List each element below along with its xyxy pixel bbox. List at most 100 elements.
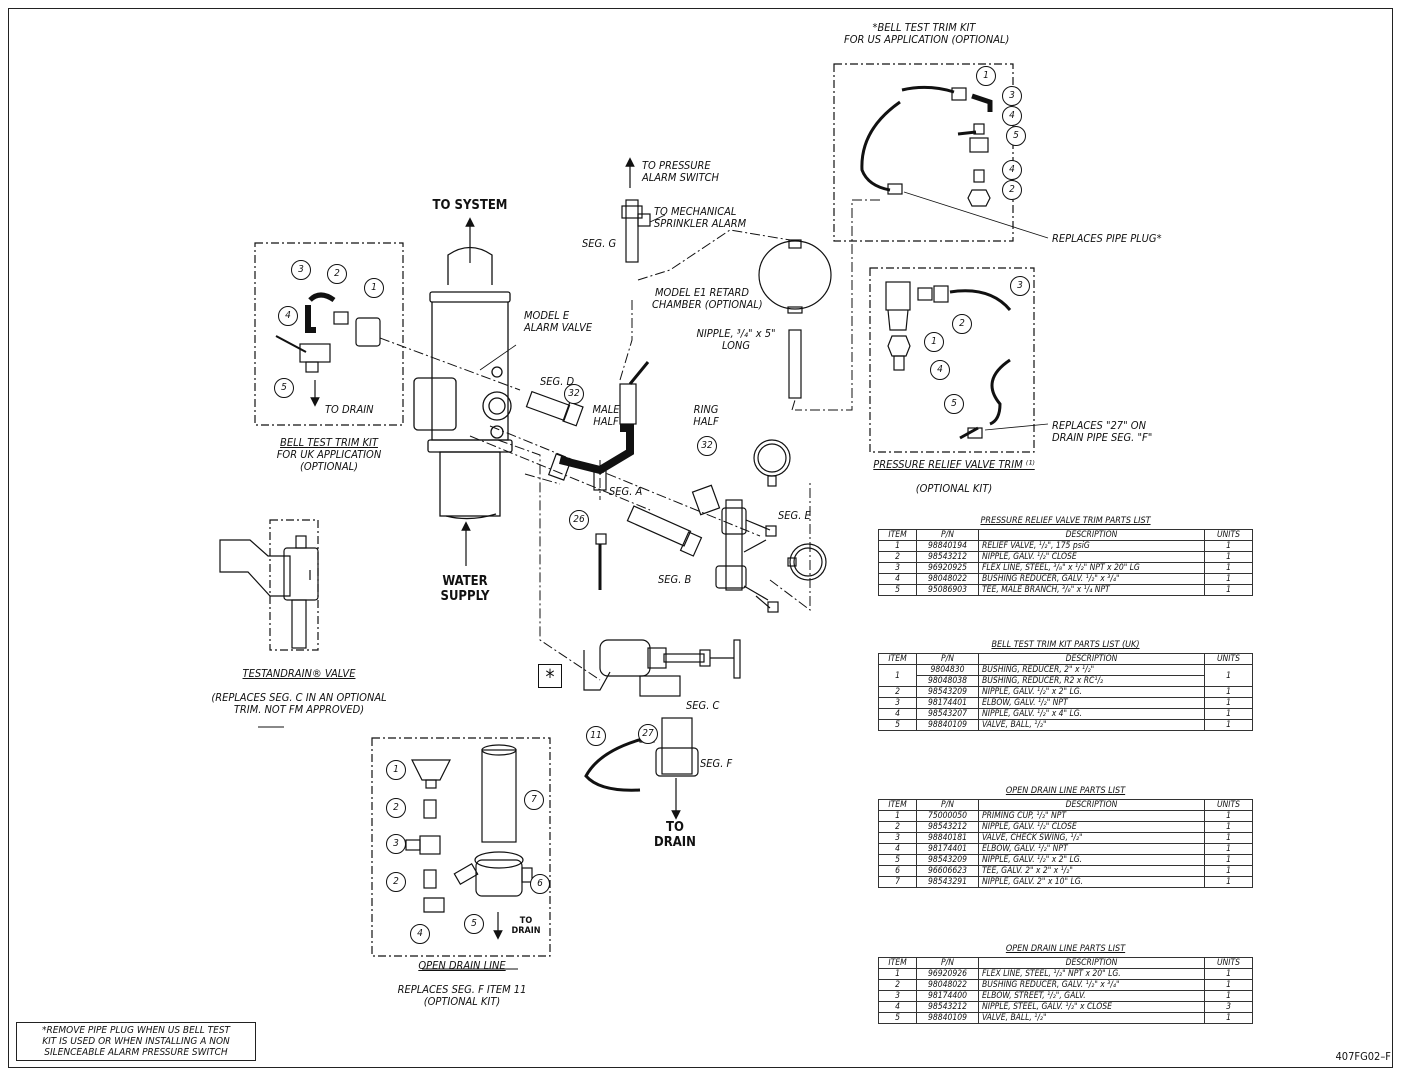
callout-us-5: 5 [1006,126,1026,146]
cell-desc: NIPPLE, GALV. ¹/₂" CLOSE [978,821,1205,833]
cell-desc: FLEX LINE, STEEL, ³/₈" x ¹/₂" NPT x 20" … [978,562,1205,574]
column-header: ITEM [878,529,917,541]
male-half-line1: MALE [592,403,620,416]
open-drain-title: OPEN DRAIN LINE REPLACES SEG. F ITEM 11 … [380,960,544,1008]
column-header: UNITS [1204,653,1253,665]
us-kit-line1: *BELL TEST TRIM KIT [872,21,976,34]
us-kit-line2: FOR US APPLICATION (OPTIONAL) [844,33,1010,46]
column-header: DESCRIPTION [978,957,1205,969]
callout-uk-4: 4 [278,306,298,326]
to-mech-line2: SPRINKLER ALARM [654,217,747,230]
cell-pn: 98840194 [916,540,979,552]
cell-item: 5 [878,1012,917,1024]
column-header: P/N [916,529,979,541]
column-header: ITEM [878,957,917,969]
cell-units: 1 [1204,697,1253,709]
note-line1: *REMOVE PIPE PLUG WHEN US BELL TEST [41,1025,231,1036]
cell-pn: 9804830 [916,664,979,676]
replaces-27-label: REPLACES "27" ON DRAIN PIPE SEG. "F" [1052,420,1152,444]
cell-item: 4 [878,1001,917,1013]
to-system-label: TO SYSTEM [432,198,508,213]
us-kit-box [833,63,1014,242]
cell-item: 1 [878,810,917,822]
cell-pn: 95086903 [916,584,979,596]
prv-line2: (OPTIONAL KIT) [915,482,993,495]
cell-pn: 98543212 [916,1001,979,1013]
cell-pn: 98048038 [916,675,979,687]
cell-units: 1 [1204,719,1253,731]
retard-chamber-label: MODEL E1 RETARD CHAMBER (OPTIONAL) [652,287,763,311]
cell-pn: 98543212 [916,551,979,563]
cell-units: 1 [1204,708,1253,720]
open-drain-drain-line: DRAIN [511,926,541,936]
callout-us-4: 4 [1002,106,1022,126]
prv-kit-title: PRESSURE RELIEF VALVE TRIM ⁽¹⁾ (OPTIONAL… [864,459,1044,495]
male-half-line2: HALF [593,415,619,428]
open-drain-box [371,737,551,957]
callout-od-2: 2 [386,798,406,818]
cell-units: 1 [1204,562,1253,574]
retard-line2: CHAMBER (OPTIONAL) [652,298,763,311]
cell-pn: 96920925 [916,562,979,574]
callout-26: 26 [569,510,589,530]
cell-item: 3 [878,832,917,844]
open-drain-to-line: TO [519,916,533,926]
cell-desc: TEE, MALE BRANCH, ³/₈" x ¹/₄ NPT [978,584,1205,596]
column-header: DESCRIPTION [978,653,1205,665]
uk-kit-line3: (OPTIONAL) [300,460,358,473]
cell-units: 1 [1204,540,1253,552]
cell-units: 1 [1204,1012,1253,1024]
ring-half-line2: HALF [693,415,719,428]
to-drain-line1: TO [666,820,684,835]
seg-c-valve [583,639,741,697]
cell-desc: ELBOW, GALV. ¹/₂" NPT [978,697,1205,709]
callout-prv-4: 4 [930,360,950,380]
alarm-valve [413,246,513,520]
column-header: DESCRIPTION [978,799,1205,811]
open-drain-line2: REPLACES SEG. F ITEM 11 [397,983,527,996]
cell-units: 1 [1204,968,1253,980]
nipple-line2: LONG [721,339,751,352]
cell-item: 7 [878,876,917,888]
uk-kit-title: BELL TEST TRIM KIT FOR UK APPLICATION (O… [254,437,404,473]
open-drain-line3: (OPTIONAL KIT) [423,995,501,1008]
cell-item: 1 [878,540,917,552]
callout-uk-1: 1 [364,278,384,298]
cell-item: 4 [878,843,917,855]
to-drain-line2: DRAIN [654,835,696,850]
cell-item: 5 [878,854,917,866]
drawing-frame [8,8,1393,1068]
cell-units: 1 [1204,876,1253,888]
cell-desc: NIPPLE, GALV. 2" x 10" LG. [978,876,1205,888]
cell-pn: 98543291 [916,876,979,888]
seg-e-label: SEG. E [778,509,811,522]
callout-32-male: 32 [564,384,584,404]
cell-item: 2 [878,979,917,991]
seg-a-label: SEG. A [609,485,643,498]
testdrain-line1: TESTANDRAIN® VALVE [242,667,356,680]
open-drain-parts [405,744,533,913]
open-drain-line1: OPEN DRAIN LINE [418,959,506,972]
bell-uk-table-body: 1 9804830 BUSHING, REDUCER, 2" x ¹/₂" 1 … [878,664,1253,731]
us-kit-title: *BELL TEST TRIM KIT FOR US APPLICATION (… [844,21,1009,46]
note-line2: KIT IS USED OR WHEN INSTALLING A NON [42,1036,230,1047]
cell-item: 1 [878,664,917,687]
column-header: DESCRIPTION [978,529,1205,541]
replaces-27-line1: REPLACES "27" ON [1052,419,1146,432]
seg-d [525,390,584,427]
cell-item: 4 [878,708,917,720]
water-supply-line1: WATER [442,574,488,589]
open-drain-to-drain-label: TO DRAIN [506,916,546,936]
nipple-line1: NIPPLE, ³/₄" x 5" [696,327,776,340]
uk-kit-line1: BELL TEST TRIM KIT [280,436,378,449]
cell-item: 3 [878,562,917,574]
cell-item: 5 [878,719,917,731]
